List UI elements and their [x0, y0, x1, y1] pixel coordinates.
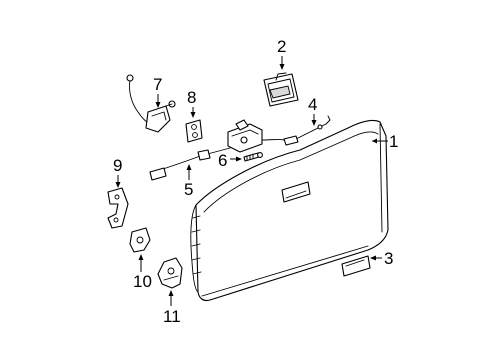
callout-10: 10: [133, 272, 152, 291]
latch-assembly-left: [126, 74, 176, 133]
tailgate-panel: [190, 119, 389, 302]
hinge-lower: [157, 257, 183, 289]
callout-7: 7: [153, 75, 162, 94]
screw: [243, 152, 263, 162]
handle-bezel: [263, 72, 299, 107]
lock-rod-left: [149, 147, 231, 181]
callout-8: 8: [187, 88, 196, 107]
hinge-upper: [129, 227, 151, 253]
lock-rod-right: [261, 115, 331, 146]
latch-mechanism: [227, 119, 263, 153]
callout-5: 5: [184, 180, 193, 199]
callout-9: 9: [113, 156, 122, 175]
callout-4: 4: [308, 95, 317, 114]
handle-plate: [341, 255, 371, 277]
callout-3: 3: [384, 249, 393, 268]
callout-2: 2: [277, 37, 286, 56]
callout-1: 1: [389, 132, 398, 151]
callout-11: 11: [163, 307, 181, 326]
lock-cylinder: [185, 119, 203, 143]
hinge-bracket: [107, 187, 129, 229]
callout-6: 6: [218, 151, 227, 170]
